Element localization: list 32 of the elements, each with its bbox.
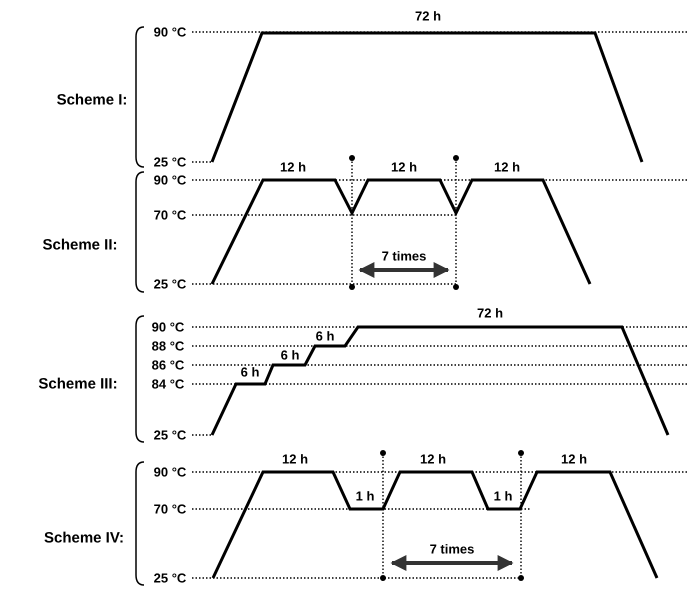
duration-label: 12 h [280,160,306,174]
duration-label: 12 h [282,452,308,466]
duration-label: 72 h [477,306,503,320]
duration-label: 6 h [240,366,260,378]
temperature-label: 90 °C [154,466,186,478]
temperature-label: 88 °C [152,340,184,352]
repeat-count-label: 7 times [430,542,474,556]
scheme-label: Scheme IV: [44,530,124,546]
duration-label: 12 h [391,160,417,174]
duration-label: 12 h [561,452,587,466]
temperature-label: 90 °C [152,320,184,334]
duration-label: 12 h [420,452,446,466]
scheme-label: Scheme II: [42,238,118,252]
duration-label: 1 h [356,490,374,502]
temperature-label: 70 °C [154,208,186,222]
scheme-label: Scheme I: [56,92,128,108]
temperature-label: 25 °C [154,156,186,168]
temperature-label: 25 °C [154,572,186,584]
temperature-label: 25 °C [154,278,186,290]
temperature-label: 86 °C [152,358,184,372]
duration-label: 12 h [494,160,520,174]
duration-label: 1 h [494,490,512,502]
temperature-label: 90 °C [154,174,186,186]
temperature-label: 84 °C [152,378,184,390]
temperature-label: 25 °C [154,428,186,442]
repeat-count-label: 7 times [382,250,426,262]
temperature-label: 70 °C [154,502,186,516]
scheme-label: Scheme III: [38,376,118,392]
duration-label: 6 h [316,330,334,342]
duration-label: 6 h [280,348,300,362]
duration-label: 72 h [415,10,441,22]
temperature-label: 90 °C [154,26,186,38]
